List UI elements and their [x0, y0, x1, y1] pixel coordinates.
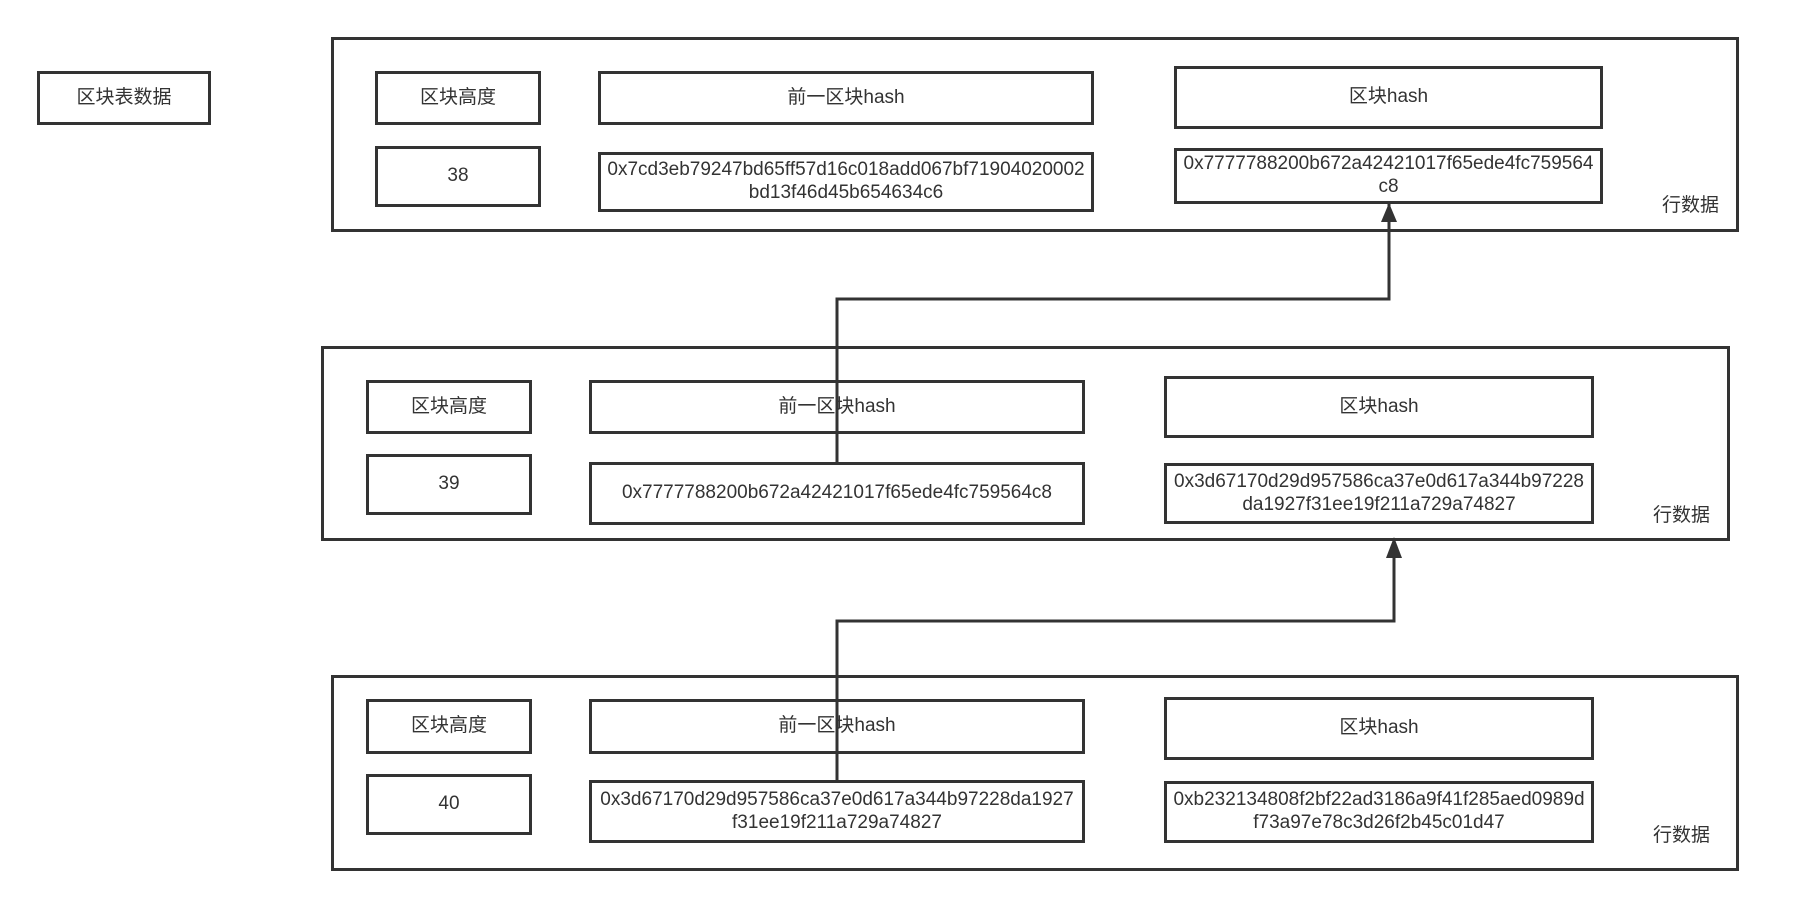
row3-height-value: 40: [366, 774, 532, 835]
row1-row-label: 行数据: [1662, 195, 1720, 216]
row2-height-header: 区块高度: [366, 380, 532, 434]
row3-hash-header: 区块hash: [1164, 697, 1594, 760]
row3-prev-hash-value: 0x3d67170d29d957586ca37e0d617a344b97228d…: [589, 780, 1085, 843]
row2-row-label: 行数据: [1653, 505, 1711, 526]
row2-prev-hash-header: 前一区块hash: [589, 380, 1085, 434]
row2-hash-header: 区块hash: [1164, 376, 1594, 438]
row2-height-value: 39: [366, 454, 532, 515]
row1-height-value: 38: [375, 146, 541, 207]
row1-hash-header: 区块hash: [1174, 66, 1603, 129]
row1-prev-hash-value: 0x7cd3eb79247bd65ff57d16c018add067bf7190…: [598, 152, 1094, 212]
row3-row-label: 行数据: [1653, 825, 1711, 846]
row1-hash-value: 0x7777788200b672a42421017f65ede4fc759564…: [1174, 148, 1603, 204]
table-title: 区块表数据: [37, 71, 211, 125]
row2-prev-hash-value: 0x7777788200b672a42421017f65ede4fc759564…: [589, 462, 1085, 525]
row3-prev-hash-header: 前一区块hash: [589, 699, 1085, 754]
row1-height-header: 区块高度: [375, 71, 541, 125]
row2-hash-value: 0x3d67170d29d957586ca37e0d617a344b97228d…: [1164, 463, 1594, 524]
row3-height-header: 区块高度: [366, 699, 532, 754]
row3-hash-value: 0xb232134808f2bf22ad3186a9f41f285aed0989…: [1164, 781, 1594, 843]
table-title-text: 区块表数据: [76, 86, 172, 108]
row1-prev-hash-header: 前一区块hash: [598, 71, 1094, 125]
